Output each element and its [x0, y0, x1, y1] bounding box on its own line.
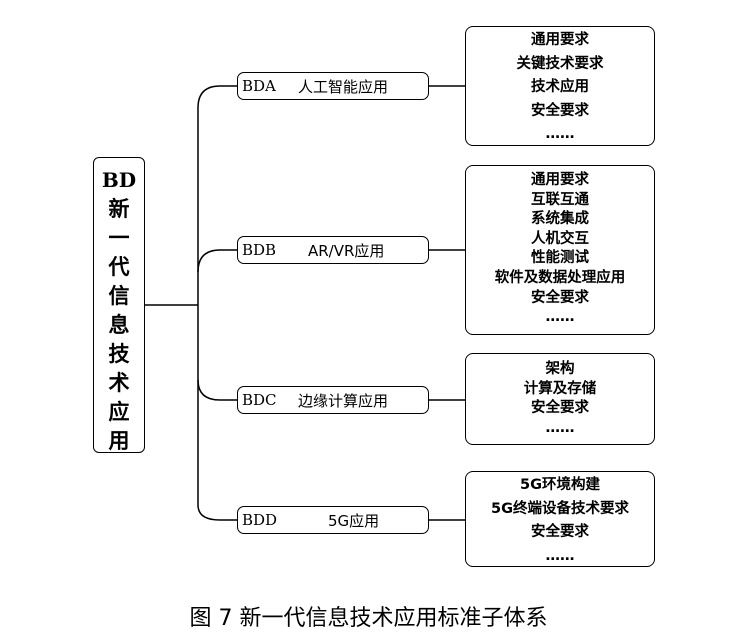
root-char: 息 — [108, 313, 130, 337]
category-node-bdc: BDC 边缘计算应用 — [237, 386, 429, 414]
root-code: BD — [101, 168, 137, 192]
detail-item: 计算及存储 — [523, 380, 597, 397]
detail-item: 5G环境构建 — [520, 477, 600, 493]
root-char: 用 — [108, 429, 130, 453]
detail-item: …… — [545, 126, 575, 143]
category-label: AR/VR应用 — [308, 241, 385, 260]
root-char: 新 — [108, 197, 130, 221]
details-box-bdb: 通用要求 互联互通 系统集成 人机交互 性能测试 软件及数据处理应用 安全要求 … — [465, 165, 655, 335]
detail-item: 软件及数据处理应用 — [494, 269, 626, 286]
root-char: 信 — [108, 284, 130, 308]
detail-item: …… — [545, 309, 575, 326]
branch-bdd — [197, 504, 237, 521]
detail-item: …… — [545, 547, 575, 564]
detail-item: 安全要求 — [531, 102, 589, 119]
detail-item: 系统集成 — [531, 211, 589, 228]
category-node-bdb: BDB AR/VR应用 — [237, 236, 429, 264]
branch-bdb — [197, 249, 237, 273]
detail-item: 安全要求 — [531, 289, 589, 306]
detail-item: 技术应用 — [531, 79, 589, 96]
detail-item: 架构 — [545, 361, 575, 377]
detail-item: 安全要求 — [531, 400, 589, 417]
root-node: BD 新 一 代 信 息 技 术 应 用 — [93, 157, 145, 453]
details-box-bdc: 架构 计算及存储 安全要求 …… — [465, 353, 655, 445]
detail-item: 关键技术要求 — [516, 55, 604, 72]
root-char: 术 — [108, 371, 130, 395]
category-code: BDC — [242, 391, 277, 409]
category-node-bdd: BDD 5G应用 — [237, 506, 429, 534]
detail-item: 5G终端设备技术要求 — [491, 500, 629, 517]
root-char: 技 — [108, 342, 130, 366]
category-code: BDD — [242, 511, 278, 529]
root-char: 代 — [108, 255, 130, 279]
branch-bdc — [197, 379, 237, 401]
detail-item: …… — [545, 419, 575, 436]
details-box-bdd: 5G环境构建 5G终端设备技术要求 安全要求 …… — [465, 471, 655, 567]
root-char: 一 — [108, 226, 130, 250]
detail-item: 性能测试 — [531, 250, 589, 267]
category-node-bda: BDA 人工智能应用 — [237, 72, 429, 100]
detail-item: 人机交互 — [531, 230, 589, 247]
detail-item: 安全要求 — [531, 524, 589, 541]
detail-item: 互联互通 — [531, 191, 589, 208]
category-code: BDA — [242, 77, 276, 95]
category-label: 边缘计算应用 — [298, 391, 389, 410]
branch-bda — [197, 85, 237, 109]
figure-caption: 图 7 新一代信息技术应用标准子体系 — [189, 606, 548, 631]
detail-item: 通用要求 — [531, 32, 589, 48]
detail-item: 通用要求 — [531, 172, 589, 188]
root-char: 应 — [108, 400, 130, 424]
category-label: 5G应用 — [328, 511, 380, 530]
details-box-bda: 通用要求 关键技术要求 技术应用 安全要求 …… — [465, 26, 655, 146]
category-label: 人工智能应用 — [298, 77, 389, 96]
category-code: BDB — [242, 241, 277, 259]
